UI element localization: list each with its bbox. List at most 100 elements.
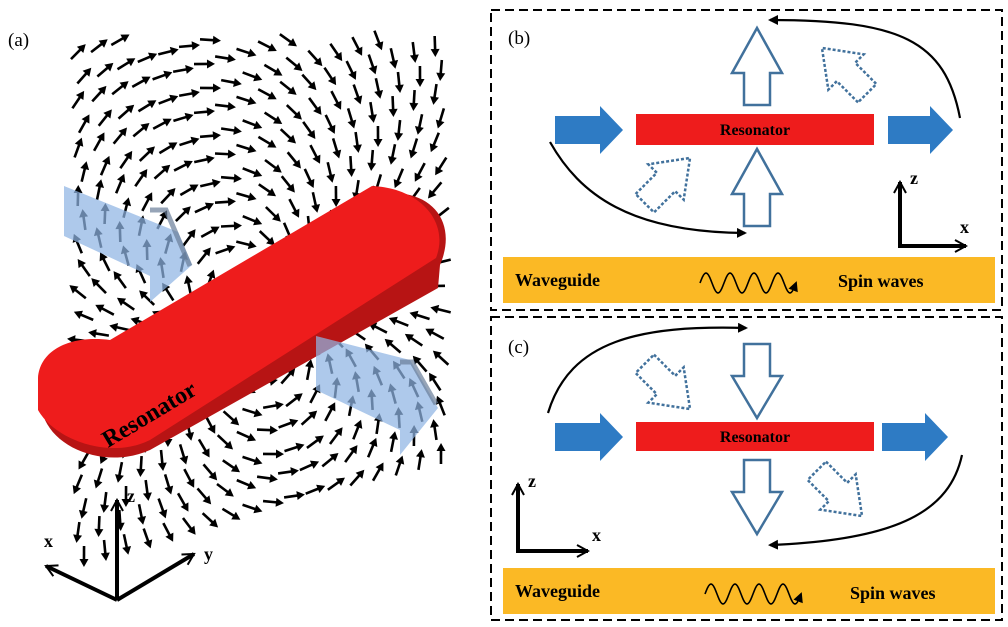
waveguide-label-b: Waveguide	[515, 270, 600, 290]
field-arrow	[71, 90, 85, 110]
field-arrow	[324, 114, 336, 134]
field-arrow	[172, 65, 194, 74]
field-arrow	[100, 539, 110, 561]
field-arrow	[303, 168, 315, 188]
field-arrow	[262, 449, 284, 459]
field-arrow	[202, 463, 218, 481]
field-arrow	[346, 108, 357, 129]
spin-waves-label-c: Spin waves	[850, 583, 936, 603]
up-outline-arrow-top	[729, 25, 785, 107]
field-arrow	[214, 197, 236, 207]
field-arrow	[351, 36, 363, 56]
field-arrow	[114, 173, 126, 194]
curve-bottom-arrow-c	[768, 454, 964, 550]
field-arrow	[242, 503, 263, 514]
down-outline-arrow-bottom	[729, 458, 785, 537]
field-arrow	[321, 453, 339, 468]
field-arrow	[194, 202, 214, 214]
curve-bottom-arrow	[549, 141, 747, 238]
field-arrow	[352, 131, 362, 153]
field-arrow	[435, 156, 448, 176]
field-arrow	[137, 52, 158, 64]
field-arrow	[432, 350, 450, 366]
field-arrow	[324, 402, 336, 422]
field-arrow	[367, 54, 378, 75]
field-arrow	[371, 462, 384, 482]
field-arrow	[262, 401, 284, 410]
field-arrow	[122, 533, 132, 555]
field-arrow	[328, 427, 343, 445]
field-arrow	[137, 503, 147, 525]
field-arrow	[308, 97, 322, 115]
field-arrow	[389, 47, 399, 69]
field-arrow	[436, 59, 446, 81]
field-arrow	[153, 164, 171, 180]
field-arrow	[285, 393, 303, 408]
field-arrow	[415, 65, 425, 87]
field-arrow	[76, 67, 92, 85]
field-arrow	[302, 121, 316, 139]
field-arrow	[179, 184, 199, 197]
field-arrow	[196, 487, 212, 505]
field-arrow	[142, 528, 153, 549]
spin-wave-b	[699, 272, 798, 294]
field-arrow	[393, 168, 405, 189]
field-arrow	[216, 434, 234, 450]
panel-b: (b) Resonator z x Waveguide Spin waves	[490, 9, 1003, 311]
field-arrow	[201, 512, 219, 528]
field-arrow	[183, 468, 195, 488]
field-arrow	[374, 77, 384, 99]
field-arrow	[220, 173, 242, 183]
field-arrow	[110, 34, 130, 47]
field-arrow	[111, 81, 129, 96]
field-arrow	[436, 443, 446, 465]
field-arrow	[137, 100, 157, 113]
axes-a: z x y	[44, 486, 213, 602]
field-arrow	[116, 58, 136, 71]
field-arrow	[199, 35, 221, 45]
field-arrow	[116, 297, 135, 311]
field-arrow	[131, 76, 151, 89]
field-arrow	[277, 467, 299, 477]
field-arrow	[278, 418, 299, 429]
field-arrow	[257, 88, 277, 100]
waveguide-bar-c	[503, 568, 995, 614]
field-arrow	[94, 515, 104, 537]
field-arrow	[90, 39, 108, 54]
field-arrow	[93, 468, 104, 489]
field-arrow	[414, 113, 424, 135]
field-arrow	[157, 449, 167, 471]
field-arrow	[409, 310, 430, 321]
field-arrow	[97, 109, 112, 127]
field-arrow	[408, 138, 419, 159]
field-arrow	[152, 70, 173, 81]
field-arrow	[280, 175, 295, 193]
field-arrow	[158, 142, 178, 155]
field-arrow	[257, 40, 277, 52]
field-arrow	[199, 83, 221, 93]
field-arrow	[330, 90, 342, 110]
panel-b-label: (b)	[508, 28, 530, 49]
field-arrow	[263, 111, 283, 124]
field-arrow	[368, 101, 377, 123]
field-arrow	[435, 108, 446, 129]
field-arrow	[199, 178, 221, 188]
field-arrow	[220, 125, 242, 135]
field-arrow	[92, 132, 105, 152]
field-arrow	[193, 59, 215, 69]
field-arrow	[394, 119, 404, 141]
field-arrow	[394, 71, 404, 93]
field-arrow	[178, 41, 200, 51]
field-arrow	[288, 198, 300, 218]
field-arrow	[158, 94, 179, 105]
field-arrow	[142, 479, 152, 501]
field-arrow	[139, 290, 156, 306]
field-arrow	[242, 455, 263, 466]
field-arrow	[162, 522, 174, 542]
field-arrow	[197, 438, 210, 458]
resonator-label-c: Resonator	[720, 429, 790, 446]
field-arrow	[409, 41, 419, 63]
field-arrow	[236, 478, 257, 490]
field-arrow	[257, 135, 277, 148]
